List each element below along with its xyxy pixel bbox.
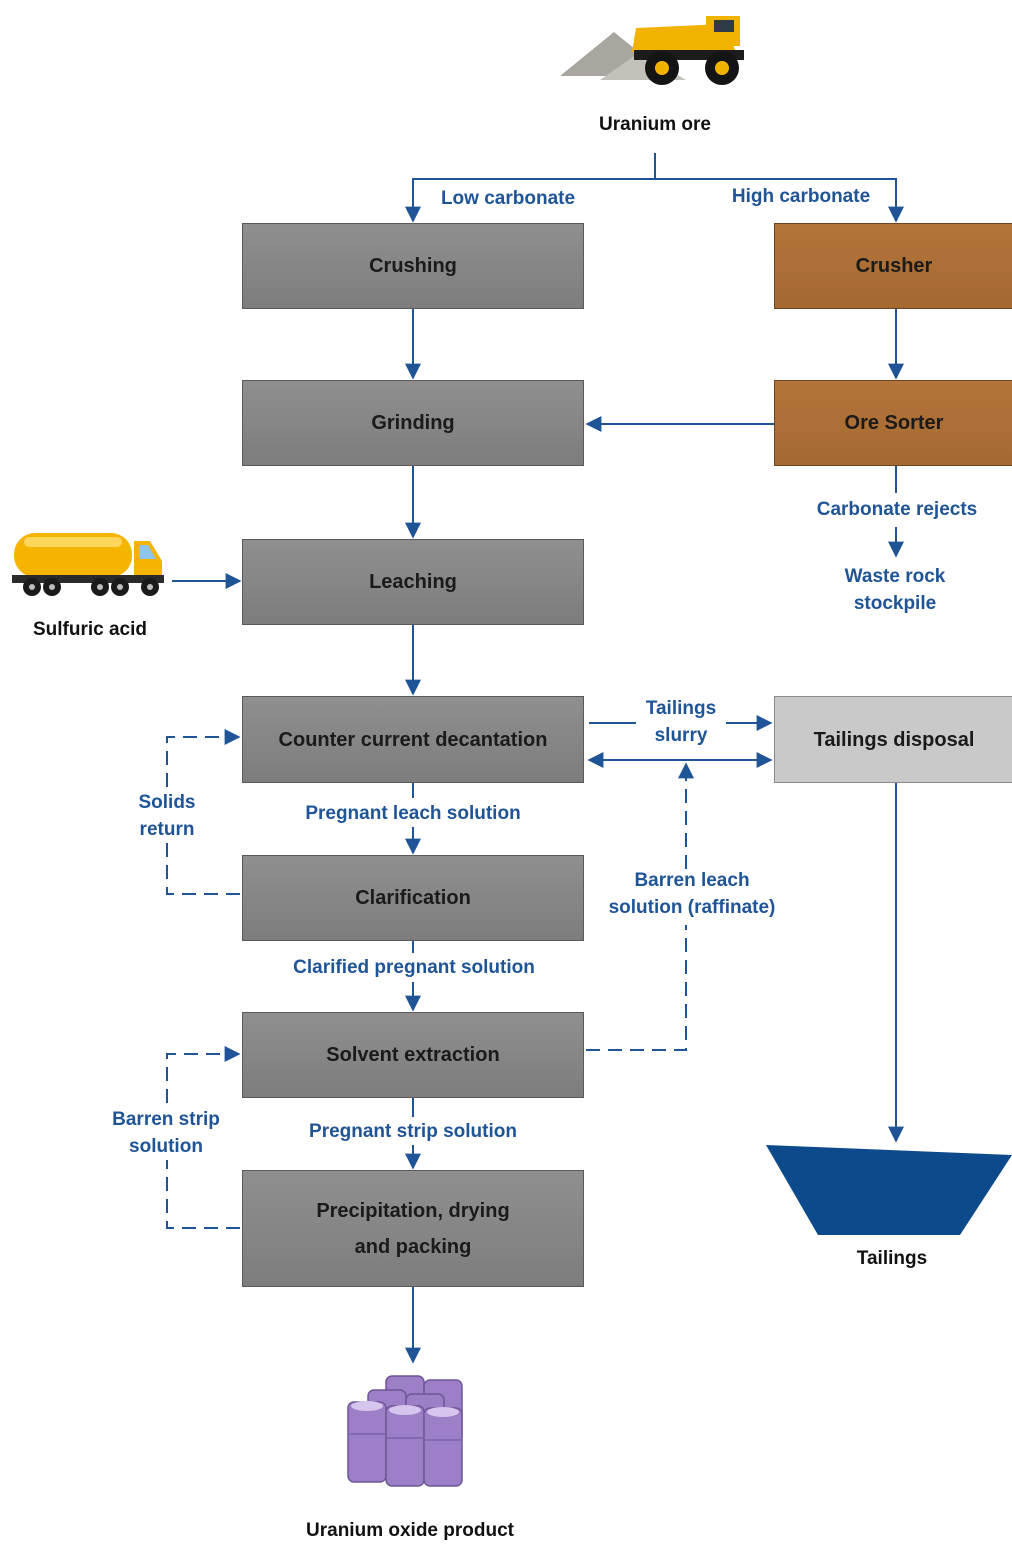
tailings-pond-icon xyxy=(766,1145,1012,1235)
uranium-ore-label: Uranium ore xyxy=(599,114,711,135)
leaching-box: Leaching xyxy=(242,539,584,625)
waste-rock-stockpile-label: Waste rock stockpile xyxy=(844,566,946,614)
high-carbonate-label: High carbonate xyxy=(731,186,871,207)
crusher-box: Crusher xyxy=(774,223,1012,309)
tailings-label: Tailings xyxy=(856,1248,928,1269)
tailings-slurry-label: Tailings slurry xyxy=(645,698,717,746)
grinding-box: Grinding xyxy=(242,380,584,466)
sulfuric-acid-label: Sulfuric acid xyxy=(32,619,148,640)
solvent-extraction-box: Solvent extraction xyxy=(242,1012,584,1098)
barren-leach-solution-label: Barren leach solution (raffinate) xyxy=(608,870,776,918)
clarified-pregnant-solution-label: Clarified pregnant solution xyxy=(293,957,535,978)
tailings-disposal-box: Tailings disposal xyxy=(774,696,1012,783)
solids-return-label: Solids return xyxy=(138,792,196,840)
pregnant-leach-solution-label: Pregnant leach solution xyxy=(305,803,521,824)
low-carbonate-arrow xyxy=(405,178,655,223)
crushing-box: Crushing xyxy=(242,223,584,309)
carbonate-rejects-label: Carbonate rejects xyxy=(816,499,978,520)
tanker-truck-icon xyxy=(12,533,164,596)
pregnant-strip-solution-label: Pregnant strip solution xyxy=(309,1121,517,1142)
barren-leach-recycle-line xyxy=(586,925,687,1051)
low-carbonate-label: Low carbonate xyxy=(440,188,576,209)
dump-truck-icon xyxy=(560,16,744,85)
solids-return-loop xyxy=(166,843,240,895)
ore-sorter-box: Ore Sorter xyxy=(774,380,1012,466)
barren-strip-solution-label: Barren strip solution xyxy=(112,1109,220,1157)
precipitation-box: Precipitation, drying and packing xyxy=(242,1170,584,1287)
clarification-box: Clarification xyxy=(242,855,584,941)
drum-stack-icon xyxy=(347,1375,463,1487)
high-carbonate-arrow xyxy=(655,178,904,223)
uranium-oxide-product-label: Uranium oxide product xyxy=(306,1520,514,1541)
barren-strip-recycle-loop xyxy=(166,1160,240,1229)
ccd-box: Counter current decantation xyxy=(242,696,584,783)
